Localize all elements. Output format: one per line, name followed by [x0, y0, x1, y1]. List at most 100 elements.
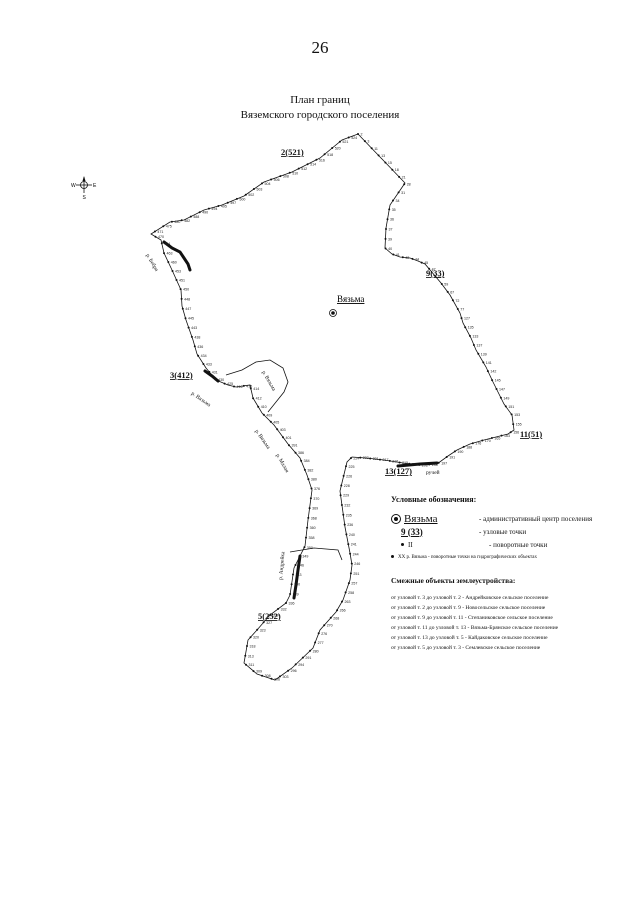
turning-point-label: 190	[457, 450, 463, 454]
turning-point-label: 258	[348, 591, 354, 595]
turning-point	[288, 444, 290, 447]
turning-point-label: 329	[273, 613, 279, 617]
turning-point	[214, 378, 217, 381]
turning-point	[481, 439, 484, 442]
turning-point	[270, 178, 273, 181]
turning-point-label: 149	[503, 396, 509, 400]
turning-point-label: 447	[185, 307, 191, 311]
turning-point-label: 139	[481, 352, 487, 356]
turning-point-label: 40	[388, 247, 392, 251]
turning-point-icon	[401, 543, 404, 546]
turning-point-label: 208	[422, 463, 428, 467]
turning-point-label: 445	[188, 317, 194, 321]
turning-point-label: 382	[307, 468, 313, 472]
boundary-inner-line-1	[289, 547, 343, 561]
turning-point-label: 370	[313, 497, 319, 501]
turning-point	[344, 591, 347, 594]
turning-point-label: 500	[239, 197, 245, 201]
turning-point-label: 405	[273, 420, 279, 424]
turning-point	[418, 463, 421, 466]
turning-point	[370, 147, 373, 150]
turning-point	[303, 468, 306, 471]
turning-point	[198, 211, 201, 214]
turning-point-label: 280	[313, 649, 319, 653]
turning-point	[245, 663, 247, 666]
turning-point	[468, 334, 471, 337]
turning-point-label: 263	[345, 600, 351, 604]
turning-point-label: 470	[158, 235, 164, 239]
admin-center-icon	[391, 513, 401, 524]
turning-point-label: 524	[351, 136, 357, 140]
turning-point	[343, 523, 346, 526]
turning-point-label: 67	[450, 290, 454, 294]
turning-point	[261, 182, 263, 185]
turning-point	[292, 573, 294, 576]
turning-point-label: 346	[298, 564, 304, 568]
turning-point-label: 77	[460, 308, 464, 312]
adjacent-row: от узловой т. 5 до узловой т. 3 - Семлев…	[391, 645, 541, 651]
turning-point	[252, 397, 255, 400]
turning-point	[297, 167, 300, 170]
turning-point	[288, 171, 291, 174]
turning-point-label: 313	[248, 654, 254, 658]
turning-point-label: 433	[206, 363, 212, 367]
node-label-5: 5(232)	[258, 611, 281, 621]
turning-point	[307, 516, 310, 519]
legend: Условные обозначения: Вязьма - администр…	[391, 495, 631, 653]
turning-point-label: 246	[354, 562, 360, 566]
turning-point-label: 155	[516, 423, 522, 427]
turning-point-label: 451	[179, 279, 185, 283]
turning-point	[290, 583, 293, 586]
turning-point	[235, 197, 238, 200]
turning-point-label: 504	[265, 182, 271, 186]
turning-point	[309, 649, 312, 652]
legend-row-turning: II - поворотные точки	[391, 538, 631, 551]
turning-point	[495, 388, 498, 390]
turning-point-label: 163	[504, 434, 510, 438]
boundary-inner-line-2	[225, 359, 289, 413]
turning-point-label: 198	[432, 463, 438, 467]
turning-point-label: 151	[508, 405, 514, 409]
compass-south: S	[83, 195, 87, 201]
turning-point	[246, 645, 248, 647]
turning-point	[285, 602, 287, 604]
legend-desc-hydro: - поворотные точки на гидрографических о…	[427, 555, 537, 560]
turning-point-label: 270	[327, 624, 333, 628]
adjacent-row: от узловой т. 2 до узловой т. 9 - Новосе…	[391, 605, 546, 611]
turning-point-label: 336	[289, 602, 295, 606]
turning-point	[298, 555, 301, 558]
turning-point-label: 332	[281, 607, 287, 611]
turning-point	[345, 465, 347, 468]
turning-point	[384, 237, 387, 240]
turning-point-label: 28	[407, 183, 411, 187]
turning-point-label: 494	[211, 207, 217, 211]
turning-point-label: 191	[449, 456, 455, 460]
turning-point-label: 137	[476, 344, 482, 348]
turning-point-label: 343	[296, 573, 302, 577]
turning-point	[249, 636, 252, 639]
river-label-5: р. Малая	[274, 453, 290, 474]
turning-point	[472, 344, 475, 346]
turning-point	[294, 564, 297, 566]
turning-point-label: 2	[361, 133, 363, 137]
turning-point	[226, 201, 229, 204]
turning-point-label: 495	[221, 205, 227, 209]
turning-point-label: 142	[490, 370, 496, 374]
turning-point	[329, 616, 332, 619]
turning-point	[262, 621, 265, 624]
turning-point-label: 51	[438, 275, 442, 279]
turning-point-label: 257	[351, 582, 357, 586]
turning-point-label: 309	[256, 670, 262, 674]
turning-point	[310, 487, 313, 490]
node-label-9: 9(33)	[426, 268, 445, 278]
turning-point	[349, 572, 352, 575]
turning-point-label: 240	[349, 533, 355, 537]
turning-point-label: 475	[166, 225, 172, 229]
map-title-line-1: План границ	[290, 94, 350, 106]
adjacent-title: Смежные объекты землеустройства:	[391, 576, 516, 585]
adjacent-row: от узловой т. 11 до узловой т. 13 - Вязь…	[391, 625, 559, 631]
turning-point-label: 15	[388, 161, 392, 165]
turning-point	[162, 225, 165, 228]
turning-point	[398, 461, 401, 464]
turning-point-label: 436	[197, 345, 203, 349]
